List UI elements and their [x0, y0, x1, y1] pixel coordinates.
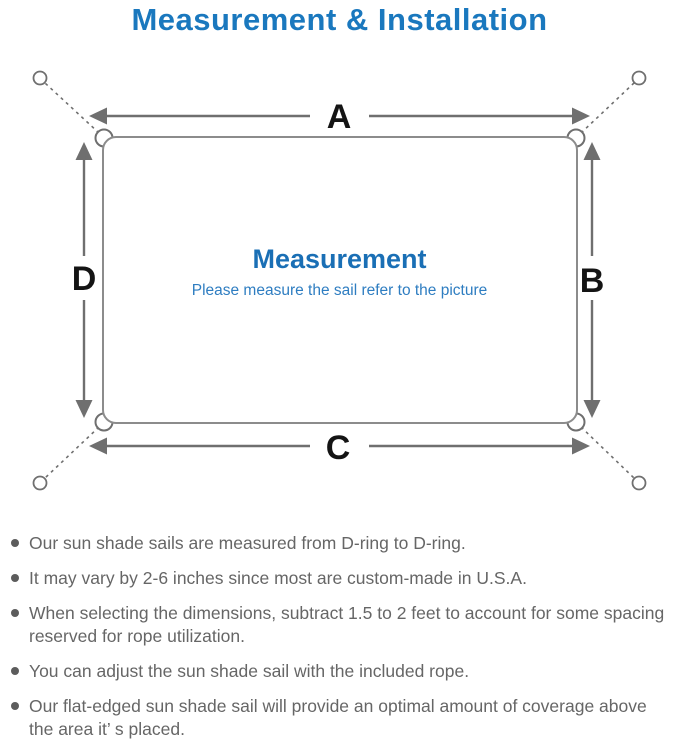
- bullet-icon: [11, 702, 19, 710]
- anchor-point-bottom-right-icon: [631, 475, 647, 491]
- tether-line-top-right: [580, 82, 635, 134]
- measurement-diagram: A C D B: [32, 70, 647, 491]
- tether-line-bottom-right: [580, 426, 635, 479]
- page-title: Measurement & Installation: [131, 2, 548, 37]
- dimension-arrow-a: [89, 107, 590, 125]
- edge-label-a: A: [327, 98, 352, 136]
- edge-label-b: B: [580, 262, 605, 300]
- note-text: It may vary by 2-6 inches since most are…: [29, 568, 527, 588]
- note-text: You can adjust the sun shade sail with t…: [29, 661, 470, 681]
- anchor-point-bottom-left-icon: [32, 475, 48, 491]
- note-text: When selecting the dimensions, subtract …: [29, 603, 665, 646]
- tether-line-top-left: [44, 82, 100, 134]
- anchor-point-top-right-icon: [631, 70, 647, 86]
- anchor-point-top-left-icon: [32, 70, 48, 86]
- note-item: When selecting the dimensions, subtract …: [11, 602, 671, 648]
- note-item: It may vary by 2-6 inches since most are…: [11, 567, 671, 590]
- edge-label-c: C: [326, 429, 351, 467]
- shade-sail-outline: [102, 136, 578, 424]
- bullet-icon: [11, 574, 19, 582]
- note-item: You can adjust the sun shade sail with t…: [11, 660, 671, 683]
- bullet-icon: [11, 667, 19, 675]
- note-item: Our flat-edged sun shade sail will provi…: [11, 695, 671, 739]
- tether-line-bottom-left: [44, 426, 100, 479]
- edge-label-d: D: [72, 260, 97, 298]
- notes-list: Our sun shade sails are measured from D-…: [11, 532, 671, 739]
- dimension-arrow-c: [89, 437, 590, 455]
- dimension-arrow-b: [583, 142, 601, 418]
- note-text: Our flat-edged sun shade sail will provi…: [29, 696, 647, 739]
- note-text: Our sun shade sails are measured from D-…: [29, 533, 466, 553]
- note-item: Our sun shade sails are measured from D-…: [11, 532, 671, 555]
- bullet-icon: [11, 539, 19, 547]
- bullet-icon: [11, 609, 19, 617]
- dimension-arrow-d: [75, 142, 93, 418]
